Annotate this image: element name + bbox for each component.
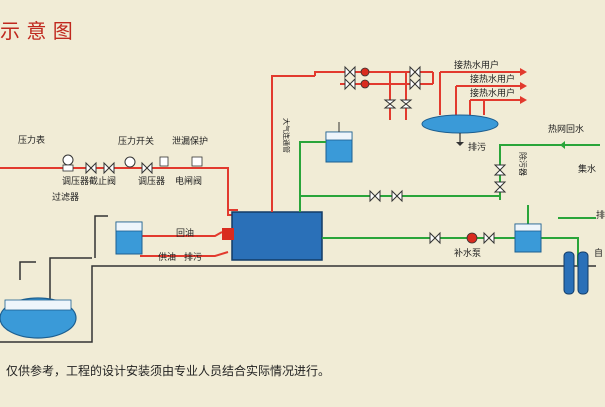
label-drain-2: 排污 xyxy=(468,141,486,153)
gas-supply-line xyxy=(0,167,238,216)
label-collect-water: 集水 xyxy=(578,163,596,175)
pump-icon xyxy=(360,67,370,77)
valve-icon xyxy=(103,161,115,175)
label-drain-1: 排污 xyxy=(184,251,202,263)
label-pressure-switch: 压力开关 xyxy=(118,135,154,147)
label-hot-water-user-2: 接热水用户 xyxy=(470,73,515,85)
boiler xyxy=(231,211,323,261)
softener-tank-2 xyxy=(577,251,589,295)
label-heating-return: 热网回水 xyxy=(548,123,584,135)
label-solenoid-valve: 电闸阀 xyxy=(175,175,202,187)
oil-dark-pipes xyxy=(19,215,108,300)
pump-valves-top xyxy=(344,65,421,109)
softener-tank-1 xyxy=(563,251,575,295)
pressure-switch-icon xyxy=(124,156,136,168)
valve-icon xyxy=(141,161,153,175)
pump-icon xyxy=(360,79,370,89)
diagram-title: 示 意 图 xyxy=(0,19,73,43)
leak-protection-icon xyxy=(159,156,169,167)
label-self-partial: 自 xyxy=(594,247,603,259)
burner xyxy=(222,228,234,240)
atmosphere-pipe xyxy=(271,75,315,212)
oil-pipes xyxy=(138,231,229,257)
footer-note: 仅供参考，工程的设计安装须由专业人员结合实际情况进行。 xyxy=(6,363,330,378)
label-regulator: 调压器 xyxy=(138,176,165,187)
hot-water-lines xyxy=(314,71,520,120)
makeup-pump-icon xyxy=(466,232,478,244)
label-regulator-shutoff: 调压器截止阀 xyxy=(62,175,116,187)
valve-icon xyxy=(85,161,97,175)
label-atmosphere-pipe: 大气连通管 xyxy=(282,118,291,153)
gas-valves xyxy=(62,154,203,175)
header-tank xyxy=(421,114,499,134)
return-water-lines xyxy=(300,144,600,266)
return-valves xyxy=(369,164,507,245)
label-return-oil: 回油 xyxy=(176,227,194,239)
label-makeup-pump: 补水泵 xyxy=(454,247,481,259)
pressure-gauge-icon xyxy=(62,154,74,166)
label-leak-protection: 泄漏保护 xyxy=(172,135,208,147)
ground-line xyxy=(0,265,596,343)
label-dirt-separator: 除污器 xyxy=(518,152,528,176)
label-hot-water-user-1: 接热水用户 xyxy=(454,59,499,71)
label-supply-oil: 供油 xyxy=(158,251,176,263)
label-pressure-gauge: 压力表 xyxy=(18,134,45,146)
label-right-partial: 排 xyxy=(596,209,605,221)
label-hot-water-user-3: 接热水用户 xyxy=(470,87,515,99)
label-filter: 过滤器 xyxy=(52,191,79,203)
solenoid-valve-icon xyxy=(191,156,203,167)
